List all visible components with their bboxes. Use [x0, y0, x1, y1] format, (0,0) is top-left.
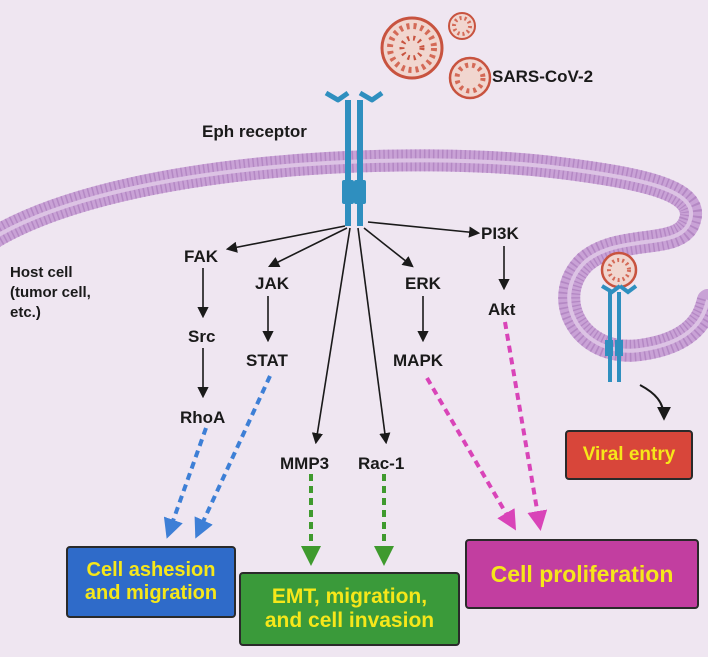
virus-particles: [380, 12, 492, 100]
node-akt: Akt: [488, 300, 516, 319]
outcome-arrows: [163, 321, 548, 566]
node-jak: JAK: [255, 274, 290, 293]
outcome-viral-entry-line1: Viral entry: [582, 444, 676, 466]
node-rac1: Rac-1: [358, 454, 404, 473]
virus-icon: [448, 56, 492, 100]
host-cell-label-line1: Host cell: [10, 264, 73, 281]
cell-membrane: [0, 149, 708, 362]
arrow-to-viral-entry: [639, 384, 671, 421]
outcome-emt-box: EMT, migration, and cell invasion: [239, 572, 460, 646]
outcome-proliferation-box: Cell proliferation: [465, 539, 699, 609]
host-cell-label-line2: (tumor cell,: [10, 284, 91, 301]
arrow-to-jak: [267, 227, 348, 268]
node-erk: ERK: [405, 274, 442, 293]
node-src: Src: [188, 327, 215, 346]
arrow-to-mmp3: [311, 227, 351, 445]
virus-label: SARS-CoV-2: [492, 67, 593, 86]
arrow-to-rac1: [357, 227, 391, 445]
node-mapk: MAPK: [393, 351, 444, 370]
node-mmp3: MMP3: [280, 454, 329, 473]
outcome-adhesion-box: Cell ashesion and migration: [66, 546, 236, 618]
host-cell-label-line3: etc.): [10, 304, 41, 321]
outcome-viral-entry-box: Viral entry: [565, 430, 693, 480]
virus-icon: [380, 16, 444, 80]
signaling-arrows: [197, 221, 671, 445]
node-rhoa: RhoA: [180, 408, 225, 427]
outcome-adhesion-line1: Cell ashesion: [86, 559, 216, 581]
outcome-proliferation-line1: Cell proliferation: [490, 560, 674, 587]
eph-receptor-icon: [324, 90, 384, 226]
outcome-emt-line2: and cell invasion: [264, 609, 435, 632]
outcome-emt-line1: EMT, migration,: [271, 584, 428, 608]
arrow-rhoa-adhesion: [163, 427, 208, 539]
virus-icon: [448, 12, 476, 40]
arrow-to-fak: [225, 225, 346, 253]
node-fak: FAK: [184, 247, 219, 266]
node-pi3k: PI3K: [481, 224, 520, 243]
arrow-akt-proliferation: [503, 321, 548, 531]
arrow-to-pi3k: [367, 221, 481, 238]
receptor-label: Eph receptor: [202, 122, 307, 141]
node-stat: STAT: [246, 351, 288, 370]
arrow-stat-adhesion: [194, 375, 272, 539]
arrow-to-erk: [363, 227, 414, 268]
outcome-adhesion-line2: and migration: [84, 582, 218, 604]
arrow-mapk-proliferation: [425, 376, 517, 531]
internalized-virus-icon: [600, 251, 638, 382]
